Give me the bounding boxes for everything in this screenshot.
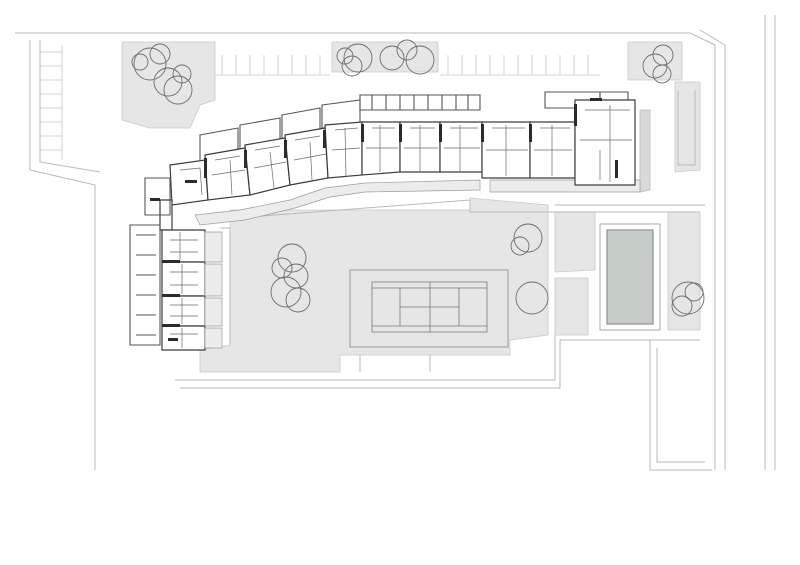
parking-area-west: [40, 45, 63, 160]
apartment-building: [129, 91, 641, 351]
tree-group-pool: [671, 281, 705, 317]
swimming-pool: [599, 223, 661, 331]
tree-group-lawn: [270, 243, 311, 313]
north-units: [169, 99, 636, 206]
walkways: [175, 199, 705, 389]
tree-group-northwest: [131, 43, 193, 105]
structural-walls: [150, 98, 618, 341]
tree-group-northeast: [642, 44, 674, 84]
parking-area-north: [215, 55, 600, 76]
west-units: [129, 177, 223, 351]
tennis-court: [349, 269, 509, 348]
tree-group-north: [336, 39, 435, 77]
tree-group-east-lawn: [510, 223, 549, 315]
site-boundary: [15, 15, 776, 471]
